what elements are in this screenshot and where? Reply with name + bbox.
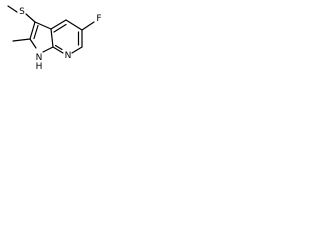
bond-c6-n7 xyxy=(71,46,83,54)
molecule-structure-diagram: S F N N H xyxy=(7,5,102,72)
bond-c2-methyl xyxy=(12,38,31,42)
bond-n7-c7a xyxy=(52,46,64,54)
bond-c7a-c3a xyxy=(50,28,54,48)
bond-c3-c2-double xyxy=(33,24,39,40)
bond-c3-c3a xyxy=(34,21,52,30)
bond-sulfur-c3 xyxy=(25,13,36,23)
bond-c2-n1 xyxy=(29,38,37,49)
bond-c3a-c4-double xyxy=(53,23,67,33)
bond-c4-c5 xyxy=(65,19,83,31)
atom-label-fluorine: F xyxy=(96,14,101,24)
atom-label-nh-hydrogen: H xyxy=(36,62,43,72)
bond-c3a-c4 xyxy=(50,19,67,30)
atom-label-sulfur: S xyxy=(19,7,25,17)
bond-c5-fluorine xyxy=(81,21,95,31)
bond-n7-c7a-double xyxy=(54,44,63,51)
bond-n1-c7a xyxy=(42,46,54,53)
atom-label-pyridine-nitrogen: N xyxy=(65,51,72,61)
atom-label-nh-nitrogen: N xyxy=(36,53,43,63)
bond-methyl-sulfur xyxy=(7,5,18,13)
bond-c3-c2 xyxy=(29,21,36,40)
